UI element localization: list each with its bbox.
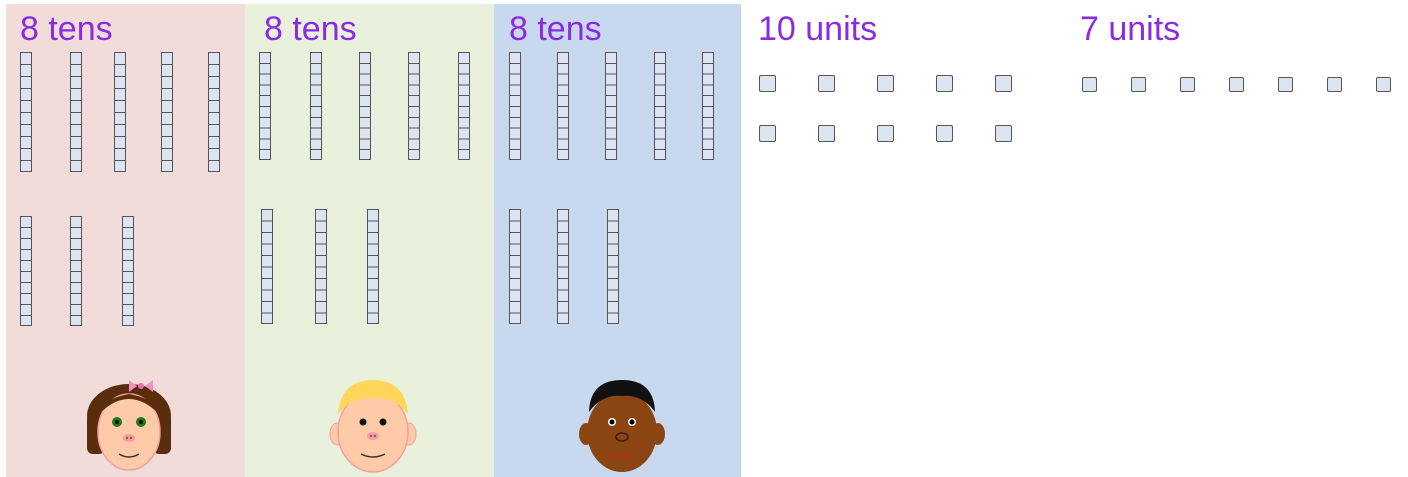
group-label-1: 8 tens [20,12,113,46]
ten-rod [557,52,569,160]
ten-rod [315,209,327,324]
unit-cube [818,75,835,92]
unit-cube [1278,77,1293,92]
unit-cube [759,125,776,142]
unit-cube [1229,77,1244,92]
ten-rod [20,216,32,326]
group-panel-1: 8 tens [6,4,245,477]
unit-cube [1327,77,1342,92]
unit-cube [1131,77,1146,92]
group-label-3: 8 tens [509,12,602,46]
ten-rod [702,52,714,160]
unit-cube [877,75,894,92]
unit-cube [936,125,953,142]
unit-cube [818,125,835,142]
ten-rod [359,52,371,160]
ten-rod [208,52,220,172]
ten-rod [259,52,271,160]
unit-cube [759,75,776,92]
ten-rod [509,209,521,324]
ten-rod [310,52,322,160]
blond-boy-face [323,374,423,474]
unit-cube [995,75,1012,92]
ten-rod [605,52,617,160]
unit-cube [877,125,894,142]
group-panel-3: 8 tens [494,4,741,477]
ten-rod [161,52,173,172]
ten-rod [557,209,569,324]
dark-boy-face [572,374,672,474]
ten-rod [654,52,666,160]
ten-rod [607,209,619,324]
ten-rod [261,209,273,324]
group-label-2: 8 tens [264,12,357,46]
girl-face [79,374,179,474]
ten-rod [509,52,521,160]
unit-cube [1376,77,1391,92]
ten-rod [114,52,126,172]
ten-rod [70,216,82,326]
unit-cube [1082,77,1097,92]
unit-cube [1180,77,1195,92]
ten-rod [367,209,379,324]
ten-rod [20,52,32,172]
ten-rod [458,52,470,160]
ten-rod [122,216,134,326]
units-label-1: 10 units [758,12,877,46]
ten-rod [70,52,82,172]
units-label-2: 7 units [1080,12,1180,46]
unit-cube [936,75,953,92]
ten-rod [408,52,420,160]
group-panel-2: 8 tens [245,4,494,477]
unit-cube [995,125,1012,142]
